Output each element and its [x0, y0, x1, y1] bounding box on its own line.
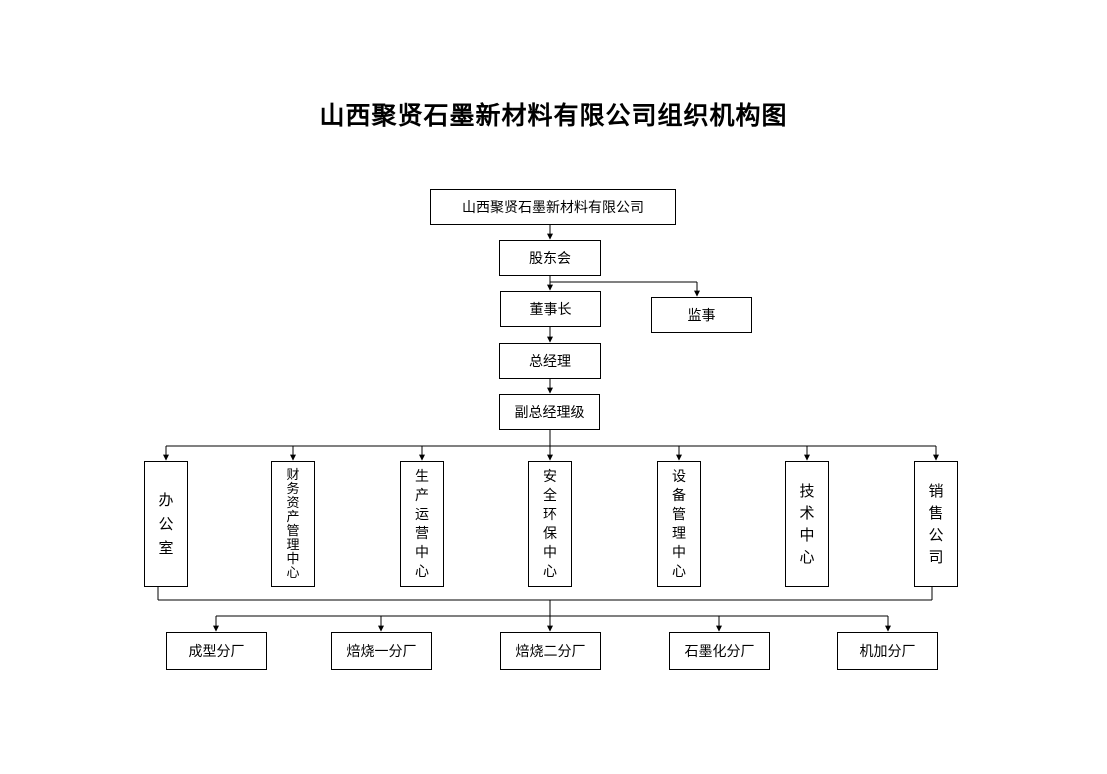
node-supervisor: 监事 [651, 297, 752, 333]
factory-box-baking-1: 焙烧一分厂 [331, 632, 432, 670]
dept-label-char: 中 [799, 525, 815, 544]
factory-box-graphitization: 石墨化分厂 [669, 632, 770, 670]
dept-box: 财务资产管理中心 [271, 461, 315, 587]
dept-label-char: 理 [672, 525, 686, 542]
node-chairman: 董事长 [500, 291, 601, 327]
dept-label-char: 产 [415, 487, 429, 504]
dept-label-char: 办 [158, 490, 174, 509]
factory-box-machining: 机加分厂 [837, 632, 938, 670]
dept-label-char: 公 [158, 514, 174, 533]
dept-label-char: 管 [286, 523, 300, 539]
dept-label-char: 安 [543, 468, 557, 485]
dept-label-char: 保 [543, 525, 557, 542]
dept-label-char: 资 [286, 495, 300, 511]
dept-label-char: 理 [286, 537, 300, 553]
dept-label-char: 中 [286, 551, 300, 567]
dept-label-char: 财 [286, 467, 300, 483]
dept-label-char: 公 [928, 525, 944, 544]
dept-label-char: 术 [799, 503, 815, 522]
dept-label-char: 设 [672, 468, 686, 485]
dept-box: 办公室 [144, 461, 188, 587]
dept-box: 生产运营中心 [400, 461, 444, 587]
dept-label-char: 中 [672, 544, 686, 561]
node-deputy-gm: 副总经理级 [499, 394, 600, 430]
dept-box: 销售公司 [914, 461, 958, 587]
dept-label-char: 全 [543, 487, 557, 504]
node-company: 山西聚贤石墨新材料有限公司 [430, 189, 676, 225]
dept-label-char: 心 [415, 563, 429, 580]
dept-label-char: 心 [543, 563, 557, 580]
dept-label-char: 室 [158, 538, 174, 557]
dept-label-char: 销 [928, 481, 944, 500]
dept-label-char: 务 [286, 481, 300, 497]
dept-label-char: 环 [543, 506, 557, 523]
dept-label-char: 心 [799, 547, 815, 566]
dept-label-char: 生 [415, 468, 429, 485]
dept-box: 技术中心 [785, 461, 829, 587]
dept-box: 安全环保中心 [528, 461, 572, 587]
chart-title: 山西聚贤石墨新材料有限公司组织机构图 [319, 101, 788, 130]
dept-box: 设备管理中心 [657, 461, 701, 587]
dept-label-char: 备 [672, 487, 686, 504]
dept-label-char: 司 [928, 547, 944, 566]
dept-label-char: 心 [672, 563, 686, 580]
dept-label-char: 售 [928, 503, 944, 522]
dept-label-char: 心 [286, 565, 300, 581]
dept-label-char: 产 [286, 509, 300, 525]
dept-label-char: 中 [415, 544, 429, 561]
node-shareholders: 股东会 [499, 240, 601, 276]
node-general-manager: 总经理 [499, 343, 601, 379]
dept-label-char: 中 [543, 544, 557, 561]
dept-label-char: 技 [799, 481, 815, 500]
factory-box-baking-2: 焙烧二分厂 [500, 632, 601, 670]
factory-box-forming: 成型分厂 [166, 632, 267, 670]
dept-label-char: 管 [672, 506, 686, 523]
dept-label-char: 运 [415, 506, 429, 523]
dept-label-char: 营 [415, 525, 429, 542]
